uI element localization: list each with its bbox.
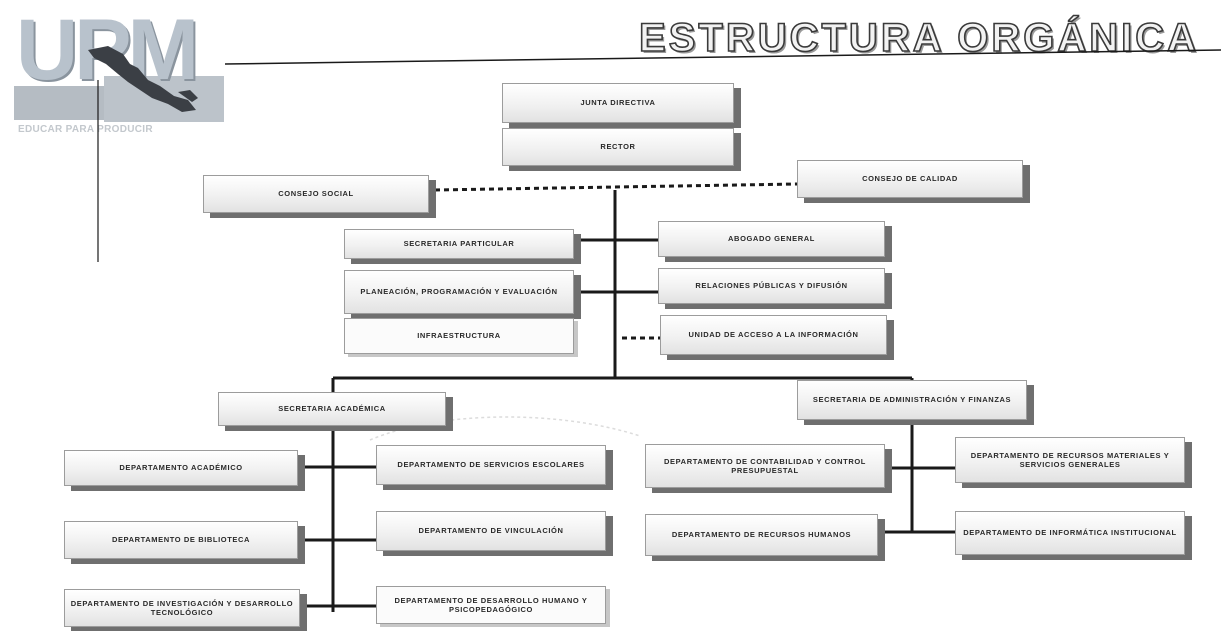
upm-logo: UPM EDUCAR PARA PRODUCIR — [8, 4, 258, 144]
logo-tagline: EDUCAR PARA PRODUCIR — [18, 124, 153, 135]
node-consejo-social: CONSEJO SOCIAL — [203, 175, 429, 213]
node-depto-academico: DEPARTAMENTO ACADÉMICO — [64, 450, 298, 486]
node-secretaria-particular: SECRETARIA PARTICULAR — [344, 229, 574, 259]
logo-band-left — [14, 86, 106, 120]
node-depto-vinculacion: DEPARTAMENTO DE VINCULACIÓN — [376, 511, 606, 551]
node-secretaria-academica: SECRETARIA ACADÉMICA — [218, 392, 446, 426]
node-infraestructura: INFRAESTRUCTURA — [344, 318, 574, 354]
node-depto-investigacion: DEPARTAMENTO DE INVESTIGACIÓN Y DESARROL… — [64, 589, 300, 627]
node-consejo-calidad: CONSEJO DE CALIDAD — [797, 160, 1023, 198]
node-depto-informatica: DEPARTAMENTO DE INFORMÁTICA INSTITUCIONA… — [955, 511, 1185, 555]
node-relaciones-publicas: RELACIONES PÚBLICAS Y DIFUSIÓN — [658, 268, 885, 304]
node-unidad-acceso: UNIDAD DE ACCESO A LA INFORMACIÓN — [660, 315, 887, 355]
node-depto-recursos-materiales: DEPARTAMENTO DE RECURSOS MATERIALES Y SE… — [955, 437, 1185, 483]
node-abogado-general: ABOGADO GENERAL — [658, 221, 885, 257]
node-secretaria-administracion: SECRETARIA DE ADMINISTRACIÓN Y FINANZAS — [797, 380, 1027, 420]
node-depto-desarrollo-humano: DEPARTAMENTO DE DESARROLLO HUMANO Y PSIC… — [376, 586, 606, 624]
map-icon — [88, 46, 198, 112]
node-rector: RECTOR — [502, 128, 734, 166]
node-depto-biblioteca: DEPARTAMENTO DE BIBLIOTECA — [64, 521, 298, 559]
node-depto-servicios-escolares: DEPARTAMENTO DE SERVICIOS ESCOLARES — [376, 445, 606, 485]
node-depto-recursos-humanos: DEPARTAMENTO DE RECURSOS HUMANOS — [645, 514, 878, 556]
node-planeacion: PLANEACIÓN, PROGRAMACIÓN Y EVALUACIÓN — [344, 270, 574, 314]
node-depto-contabilidad: DEPARTAMENTO DE CONTABILIDAD Y CONTROL P… — [645, 444, 885, 488]
node-junta-directiva: JUNTA DIRECTIVA — [502, 83, 734, 123]
page-title: ESTRUCTURA ORGÁNICA — [638, 15, 1199, 61]
